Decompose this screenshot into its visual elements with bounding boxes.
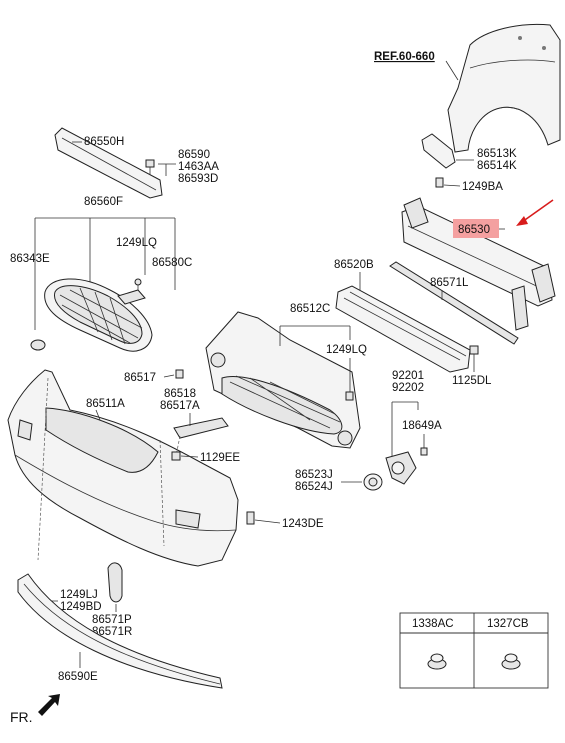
front-orientation-label: FR. (10, 709, 33, 725)
bolt-1125DL (469, 345, 479, 372)
callout-1249LQ-a[interactable]: 1249LQ (116, 237, 157, 249)
callout-86550H[interactable]: 86550H (84, 136, 124, 148)
fasteners-table (399, 612, 549, 689)
leader-86512C (279, 325, 351, 346)
callout-1463AA[interactable]: 1463AA (178, 161, 219, 173)
clip-86517-part (175, 369, 184, 379)
clip-1129EE-part (171, 451, 181, 461)
callout-86517[interactable]: 86517 (124, 372, 156, 384)
nut-1338AC-icon (427, 653, 447, 670)
callout-86518[interactable]: 86518 (164, 388, 196, 400)
grille-bracket-part (117, 278, 146, 305)
callout-1249LJ[interactable]: 1249LJ (60, 589, 98, 601)
callout-86513K[interactable]: 86513K (477, 148, 517, 160)
callout-86571R[interactable]: 86571R (92, 626, 132, 638)
callout-86523J[interactable]: 86523J (295, 469, 333, 481)
callout-1249BA[interactable]: 1249BA (462, 181, 503, 193)
energy-absorber-part (335, 285, 471, 373)
fog-lamp-bracket-part (385, 447, 428, 485)
callout-86593D[interactable]: 86593D (178, 173, 218, 185)
table-header-1327CB[interactable]: 1327CB (487, 618, 529, 630)
callout-86514K[interactable]: 86514K (477, 160, 517, 172)
callout-1125DL[interactable]: 1125DL (452, 375, 492, 387)
callout-86517A[interactable]: 86517A (160, 400, 200, 412)
leader-1249BA (443, 184, 461, 187)
nut-1327CB-icon (501, 653, 521, 670)
leader-86517 (163, 374, 175, 378)
callout-86520B[interactable]: 86520B (334, 259, 374, 271)
fog-lamp-cover-part (363, 473, 383, 491)
callout-86343E[interactable]: 86343E (10, 253, 50, 265)
side-reflector-part (107, 562, 123, 603)
upper-bracket-part (54, 127, 163, 199)
callout-1243DE[interactable]: 1243DE (282, 518, 324, 530)
callout-86524J[interactable]: 86524J (295, 481, 333, 493)
callout-86571L[interactable]: 86571L (430, 277, 469, 289)
callout-92202[interactable]: 92202 (392, 382, 424, 394)
reference-leader (445, 60, 459, 81)
foam-strip-part (389, 261, 519, 345)
lower-grille-part (205, 311, 361, 449)
reference-label[interactable]: REF.60-660 (374, 51, 435, 63)
clip-86590-part (145, 159, 155, 175)
leader-86511A (95, 409, 101, 421)
lower-lip-part (17, 573, 223, 689)
arrow-icon (38, 694, 60, 716)
callout-1249LQ-b[interactable]: 1249LQ (326, 344, 367, 356)
bolt-1243DE (246, 511, 255, 525)
emblem-part (30, 339, 46, 351)
callout-86590E[interactable]: 86590E (58, 671, 98, 683)
callout-86560F[interactable]: 86560F (84, 196, 123, 208)
callout-18649A[interactable]: 18649A (402, 420, 442, 432)
callout-86571P[interactable]: 86571P (92, 614, 132, 626)
leader-1243DE (254, 519, 281, 524)
leader-1129EE (180, 455, 199, 458)
callout-86530[interactable]: 86530 (458, 224, 490, 236)
callout-86512C[interactable]: 86512C (290, 303, 330, 315)
callout-1129EE[interactable]: 1129EE (200, 452, 240, 464)
table-header-1338AC[interactable]: 1338AC (412, 618, 454, 630)
bolt-1249BA (435, 177, 444, 188)
callout-92201[interactable]: 92201 (392, 370, 424, 382)
leader-86590 (158, 163, 176, 176)
upper-grille-part (44, 278, 153, 352)
callout-86511A[interactable]: 86511A (86, 398, 125, 410)
bolt-1249LQ (345, 391, 354, 401)
red-arrow-icon (516, 199, 554, 226)
leader-86560F (34, 217, 176, 330)
callout-86580C[interactable]: 86580C (152, 257, 192, 269)
side-bracket-upper-part (421, 133, 456, 169)
callout-86590[interactable]: 86590 (178, 149, 210, 161)
highlight-box (453, 219, 499, 238)
leader-92201 (391, 401, 419, 460)
bracket-86518-part (173, 417, 229, 439)
back-beam-part (401, 197, 556, 331)
bumper-cover-part (7, 369, 239, 567)
callout-1249BD[interactable]: 1249BD (60, 601, 102, 613)
fender-part (447, 23, 561, 153)
